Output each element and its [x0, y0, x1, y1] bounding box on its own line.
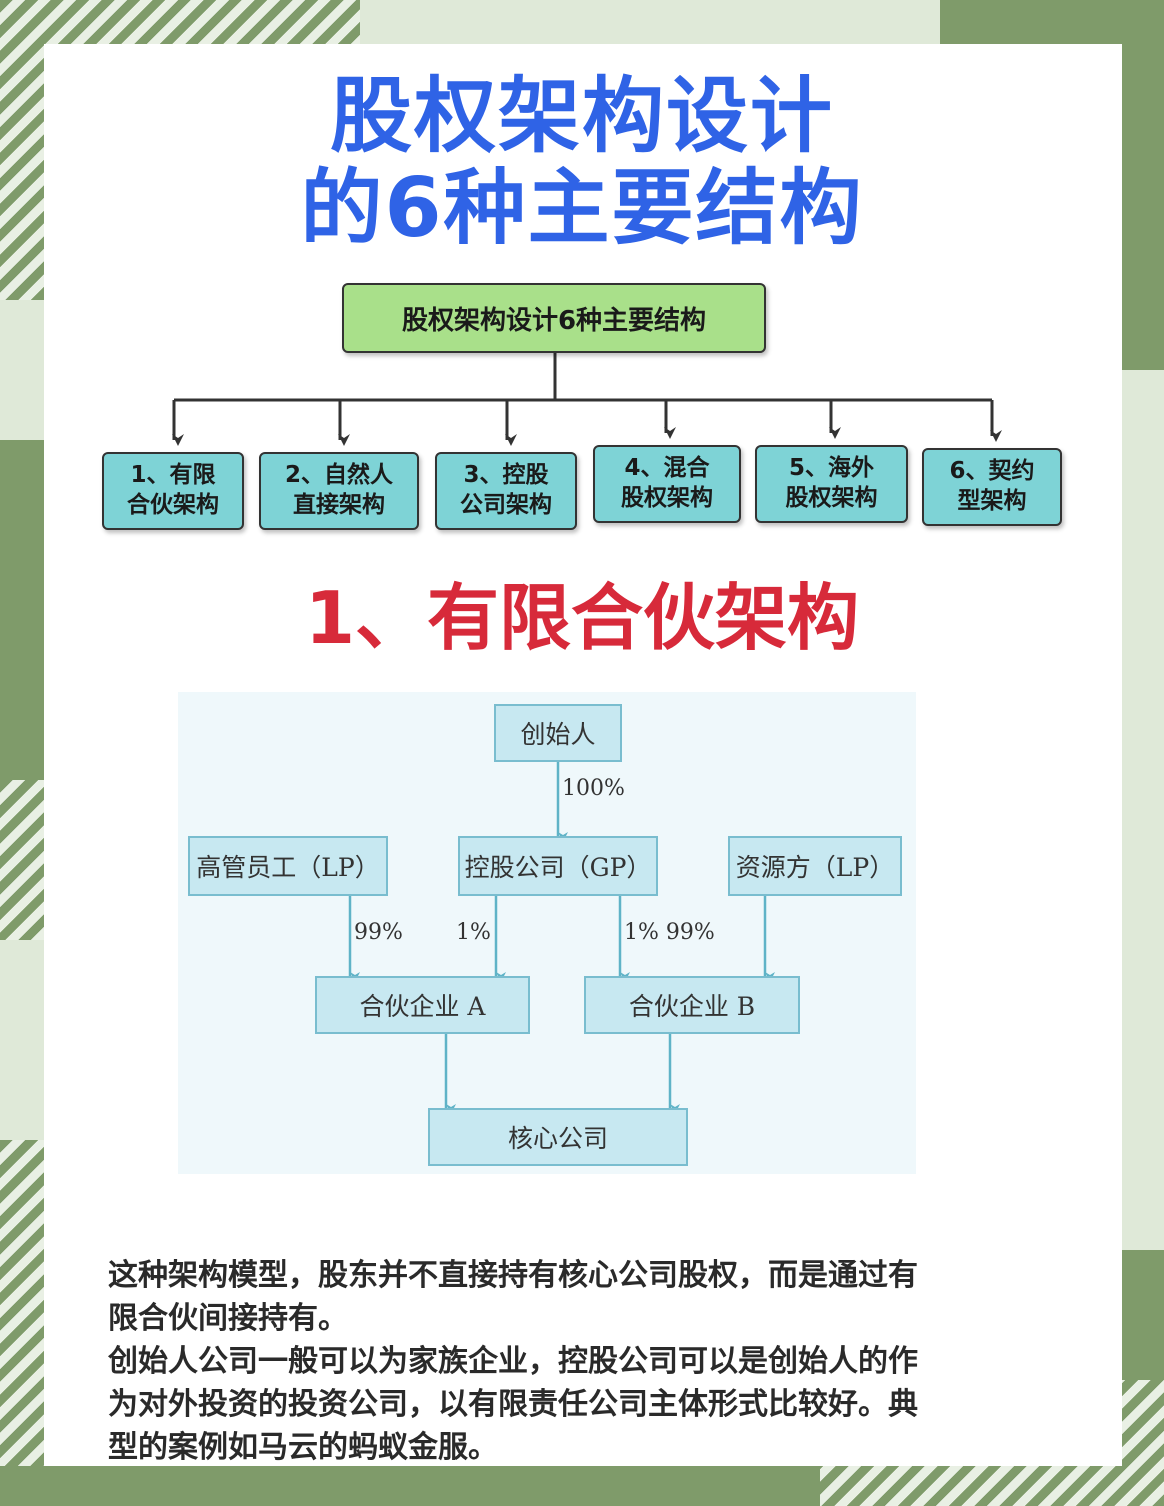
tree-type-3-line2: 公司架构: [460, 492, 552, 518]
tree-type-4-line1: 4、混合: [624, 455, 710, 482]
main-title-line2: 的6种主要结构: [300, 161, 864, 256]
tree-type-2: 2、自然人直接架构: [259, 452, 419, 530]
background-block-bottom: [0, 1466, 820, 1506]
tree-type-6-line1: 6、契约: [949, 458, 1035, 485]
node-executives: 高管员工（LP）: [188, 836, 388, 896]
tree-type-3-line1: 3、控股: [463, 462, 549, 489]
tree-type-5: 5、海外股权架构: [755, 445, 908, 523]
description-line1: 这种架构模型，股东并不直接持有核心公司股权，而是通过有: [108, 1258, 918, 1293]
tree-type-1-line1: 1、有限: [130, 462, 216, 489]
section-title: 1、有限合伙架构: [304, 576, 860, 660]
description-text: 这种架构模型，股东并不直接持有核心公司股权，而是通过有 限合伙间接持有。 创始人…: [108, 1254, 1078, 1469]
tree-type-4-line2: 股权架构: [621, 485, 713, 511]
tree-type-6: 6、契约型架构: [922, 448, 1062, 526]
node-resource-provider: 资源方（LP）: [728, 836, 902, 896]
description-line3: 创始人公司一般可以为家族企业，控股公司可以是创始人的作: [108, 1344, 918, 1379]
tree-type-5-line2: 股权架构: [785, 485, 878, 511]
node-holding-company: 控股公司（GP）: [458, 836, 658, 896]
tree-connectors: [172, 353, 1002, 446]
tree-root-box: 股权架构设计6种主要结构: [342, 283, 766, 353]
background-stripes-left: [0, 780, 44, 940]
description-line2: 限合伙间接持有。: [108, 1301, 348, 1336]
background-stripes-bottom-left: [0, 1140, 44, 1506]
tree-type-3: 3、控股公司架构: [435, 452, 577, 530]
tree-type-6-line2: 型架构: [957, 488, 1027, 514]
description-line4: 为对外投资的投资公司，以有限责任公司主体形式比较好。典: [108, 1387, 918, 1422]
tree-type-1: 1、有限合伙架构: [102, 452, 244, 530]
node-partnership-b: 合伙企业 B: [584, 976, 800, 1034]
tree-type-4: 4、混合股权架构: [593, 445, 741, 523]
tree-type-1-line2: 合伙架构: [127, 492, 219, 518]
tree-type-2-line2: 直接架构: [292, 492, 385, 518]
label-holding-b-pct: 1% 99%: [624, 920, 715, 945]
tree-type-5-line1: 5、海外: [788, 455, 874, 482]
label-exec-pct: 99%: [354, 920, 403, 945]
background-block-left: [0, 440, 44, 800]
node-founder: 创始人: [494, 704, 622, 762]
node-core-company: 核心公司: [428, 1108, 688, 1166]
description-line5: 型的案例如马云的蚂蚁金服。: [108, 1430, 498, 1465]
structure-diagram-area: [178, 692, 916, 1174]
node-partnership-a: 合伙企业 A: [315, 976, 530, 1034]
tree-type-2-line1: 2、自然人: [284, 462, 393, 489]
label-founder-pct: 100%: [562, 776, 625, 801]
label-holding-a-pct: 1%: [456, 920, 491, 945]
main-title-line1: 股权架构设计: [329, 69, 834, 164]
